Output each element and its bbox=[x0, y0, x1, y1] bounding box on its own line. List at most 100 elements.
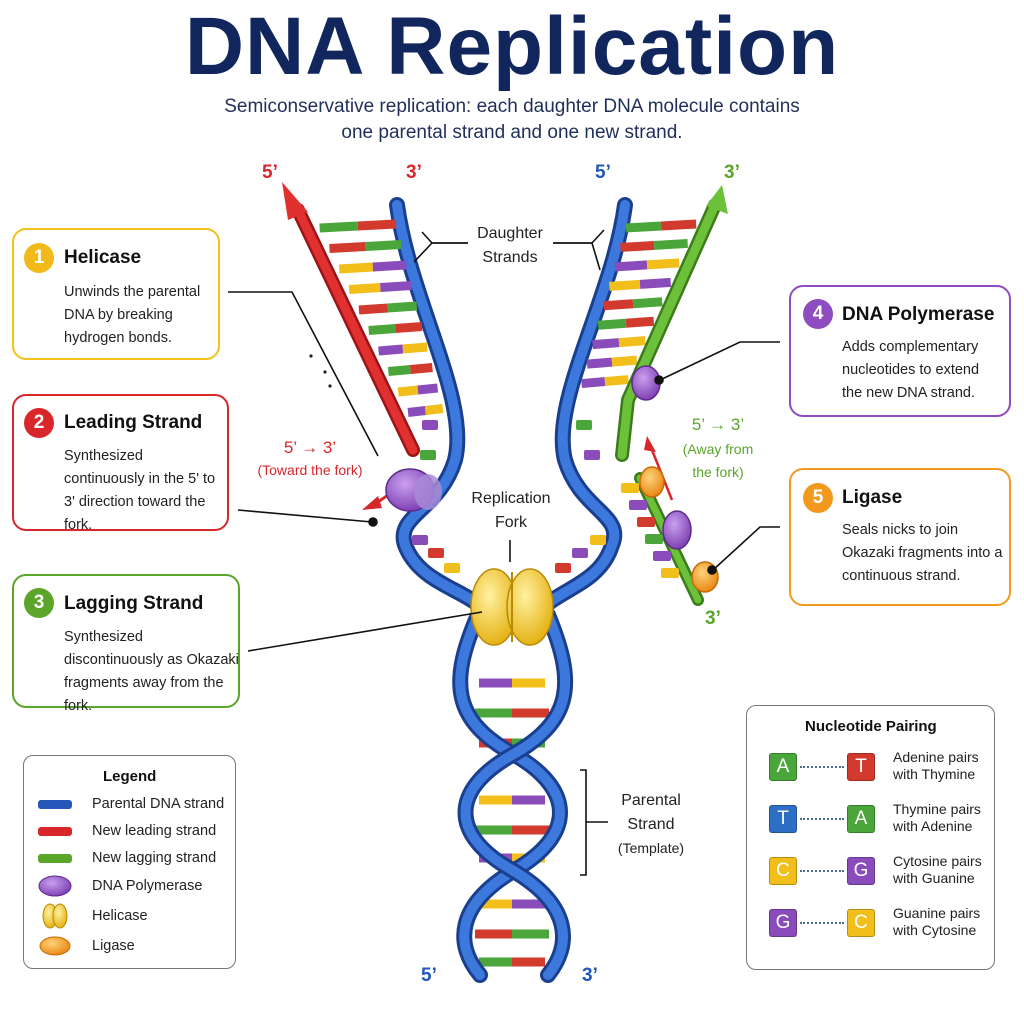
right-rung-6 bbox=[597, 316, 655, 330]
step-1-description: Unwinds the parental DNA by breaking hyd… bbox=[64, 284, 201, 346]
right-rung-8 bbox=[586, 355, 638, 369]
fork-free-base-1 bbox=[422, 420, 438, 430]
orange-oval-icon bbox=[39, 936, 71, 956]
fork-free-base-2 bbox=[420, 450, 436, 460]
right-rung-7 bbox=[592, 336, 646, 350]
blue-bar-icon bbox=[38, 800, 72, 809]
daughter-strands-label: Daughter Strands bbox=[477, 225, 543, 266]
pair-2-left-tile: T bbox=[769, 805, 797, 833]
leading-strand-info-box: 2 Leading Strand Synthesized continuousl… bbox=[12, 394, 229, 533]
pair-1-left-tile: A bbox=[769, 753, 797, 781]
lagging-bottom-3-label: 3’ bbox=[705, 608, 721, 629]
left-rung-6 bbox=[368, 322, 423, 335]
okazaki-base-5 bbox=[653, 551, 671, 561]
legend-icons bbox=[38, 800, 72, 956]
left-top-5-label: 5’ bbox=[262, 162, 278, 183]
left-rung-9 bbox=[397, 383, 439, 397]
okazaki-base-6 bbox=[661, 568, 679, 578]
fork-free-base-4 bbox=[428, 548, 444, 558]
ligase-info-box: 5 Ligase Seals nicks to join Okazaki fra… bbox=[789, 468, 1011, 606]
bottom-3-label: 3’ bbox=[582, 965, 598, 986]
pair-1-bond bbox=[800, 766, 844, 768]
fork-free-base-9 bbox=[572, 548, 588, 558]
pair-3-left-tile: C bbox=[769, 857, 797, 885]
lagging-direction-note: (Away from the fork) bbox=[682, 441, 754, 480]
pair-3-bond bbox=[800, 870, 844, 872]
step-2-badge: 2 bbox=[24, 408, 54, 438]
bottom-5-label: 5’ bbox=[421, 965, 437, 986]
pair-3-description: Cytosine pairs with Guanine bbox=[893, 853, 982, 886]
page-title: DNA Replication bbox=[184, 1, 840, 92]
lagging-direction-label: 5’ → 3’ bbox=[691, 415, 745, 434]
left-rung-5 bbox=[358, 301, 418, 315]
left-rung-2 bbox=[329, 240, 402, 253]
right-rung-9 bbox=[581, 375, 629, 389]
step-1-badge: 1 bbox=[24, 243, 54, 273]
right-rung-3 bbox=[614, 258, 680, 272]
replication-fork-label: Replication Fork bbox=[471, 490, 551, 531]
step-5-badge: 5 bbox=[803, 483, 833, 513]
ligase-upper bbox=[639, 466, 665, 498]
left-rung-4 bbox=[348, 281, 412, 294]
step-3-description: Synthesized discontinuously as Okazaki f… bbox=[64, 629, 239, 714]
motion-dots bbox=[309, 354, 332, 388]
okazaki-base-4 bbox=[645, 534, 663, 544]
right-arm-base-pairs bbox=[581, 219, 697, 389]
right-parental-strand bbox=[532, 197, 633, 620]
fork-free-base-10 bbox=[555, 563, 571, 573]
step-2-description: Synthesized continuously in the 5' to 3'… bbox=[64, 448, 216, 533]
fork-free-base-3 bbox=[412, 535, 428, 545]
pair-2-description: Thymine pairs with Adenine bbox=[893, 801, 981, 834]
lagging-strand bbox=[615, 185, 728, 462]
left-rung-3 bbox=[339, 260, 407, 274]
step-3-title: Lagging Strand bbox=[64, 593, 204, 614]
right-rung-1 bbox=[625, 219, 697, 233]
legend-item-ligase: Ligase bbox=[92, 938, 135, 954]
legend-item-leading: New leading strand bbox=[92, 823, 217, 839]
left-top-3-label: 3’ bbox=[406, 162, 422, 183]
left-arm-base-pairs bbox=[319, 219, 606, 573]
fork-free-base-8 bbox=[590, 535, 606, 545]
parental-double-helix bbox=[452, 607, 574, 983]
pair-3-right-tile: G bbox=[847, 857, 875, 885]
template-label: (Template) bbox=[617, 840, 685, 856]
lagging-strand-arrowhead bbox=[706, 185, 728, 214]
pair-4-right-tile: C bbox=[847, 909, 875, 937]
fork-free-base-7 bbox=[584, 450, 600, 460]
leading-direction-note: (Toward the fork) bbox=[257, 462, 363, 478]
left-rung-10 bbox=[407, 404, 444, 417]
step-3-badge: 3 bbox=[24, 588, 54, 618]
okazaki-base-3 bbox=[637, 517, 655, 527]
purple-oval-icon bbox=[38, 875, 72, 897]
pair-2-right-tile: A bbox=[847, 805, 875, 833]
pairing-title: Nucleotide Pairing bbox=[805, 718, 937, 735]
callout-lines bbox=[228, 229, 780, 876]
pair-2-bond bbox=[800, 818, 844, 820]
okazaki-base-2 bbox=[629, 500, 647, 510]
right-top-3-label: 3’ bbox=[724, 162, 740, 183]
green-bar-icon bbox=[38, 854, 72, 863]
legend-item-parental: Parental DNA strand bbox=[92, 796, 225, 812]
pair-1-right-tile: T bbox=[847, 753, 875, 781]
right-rung-2 bbox=[620, 238, 688, 252]
yellow-split-oval-icon bbox=[42, 903, 68, 929]
pair-4-bond bbox=[800, 922, 844, 924]
fork-free-base-6 bbox=[576, 420, 592, 430]
step-4-title: DNA Polymerase bbox=[842, 304, 995, 325]
parental-strand-label: Parental Strand bbox=[621, 792, 681, 833]
helicase bbox=[470, 568, 554, 646]
leading-strand-arrowhead bbox=[282, 182, 308, 220]
pair-1-description: Adenine pairs with Thymine bbox=[893, 749, 979, 782]
step-4-badge: 4 bbox=[803, 299, 833, 329]
pair-4-description: Guanine pairs with Cytosine bbox=[893, 905, 981, 938]
lagging-strand-info-box: 3 Lagging Strand Synthesized discontinuo… bbox=[12, 574, 240, 714]
step-1-title: Helicase bbox=[64, 247, 142, 268]
legend-item-lagging: New lagging strand bbox=[92, 850, 217, 866]
okazaki-base-1 bbox=[621, 483, 639, 493]
polymerase-leading bbox=[385, 468, 442, 512]
leading-strand bbox=[282, 182, 420, 457]
legend-item-helicase: Helicase bbox=[92, 908, 148, 924]
right-rung-5 bbox=[603, 297, 663, 311]
